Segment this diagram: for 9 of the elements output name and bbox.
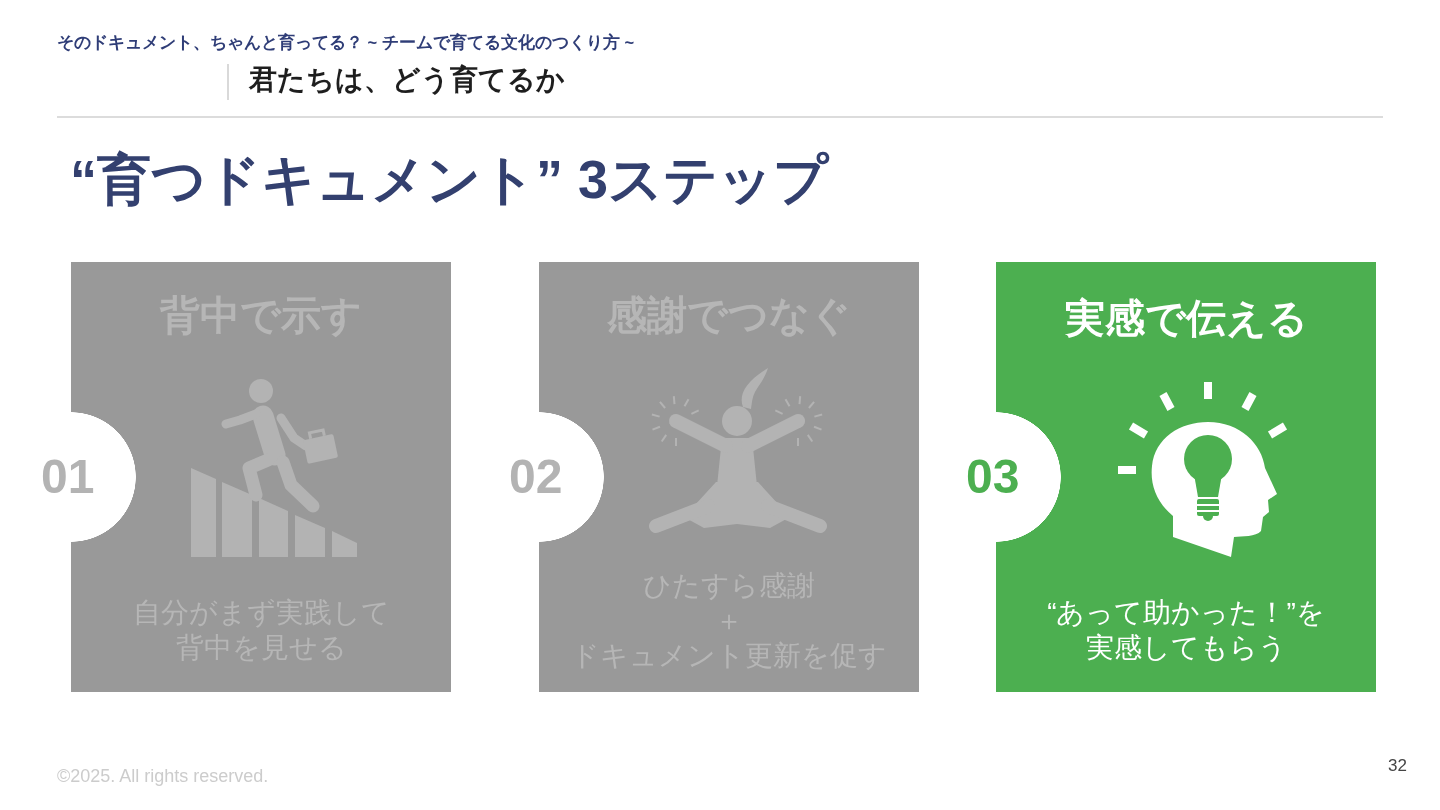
section-title: 君たちは、どう育てるか bbox=[249, 63, 565, 97]
card-heading: 実感で伝える bbox=[1064, 295, 1308, 342]
number-badge: 03 bbox=[964, 412, 1061, 542]
header-subtitle: そのドキュメント、ちゃんと育ってる？ ~ チームで育てる文化のつくり方 ~ bbox=[57, 33, 635, 53]
page-number: 32 bbox=[1388, 755, 1407, 777]
card-text: “あって助かった！”を実感してもらう bbox=[1047, 595, 1325, 665]
number-badge: 02 bbox=[507, 412, 604, 542]
number-badge: 01 bbox=[39, 412, 136, 542]
slide-title: “育つドキュメント” 3ステップ bbox=[70, 148, 829, 211]
